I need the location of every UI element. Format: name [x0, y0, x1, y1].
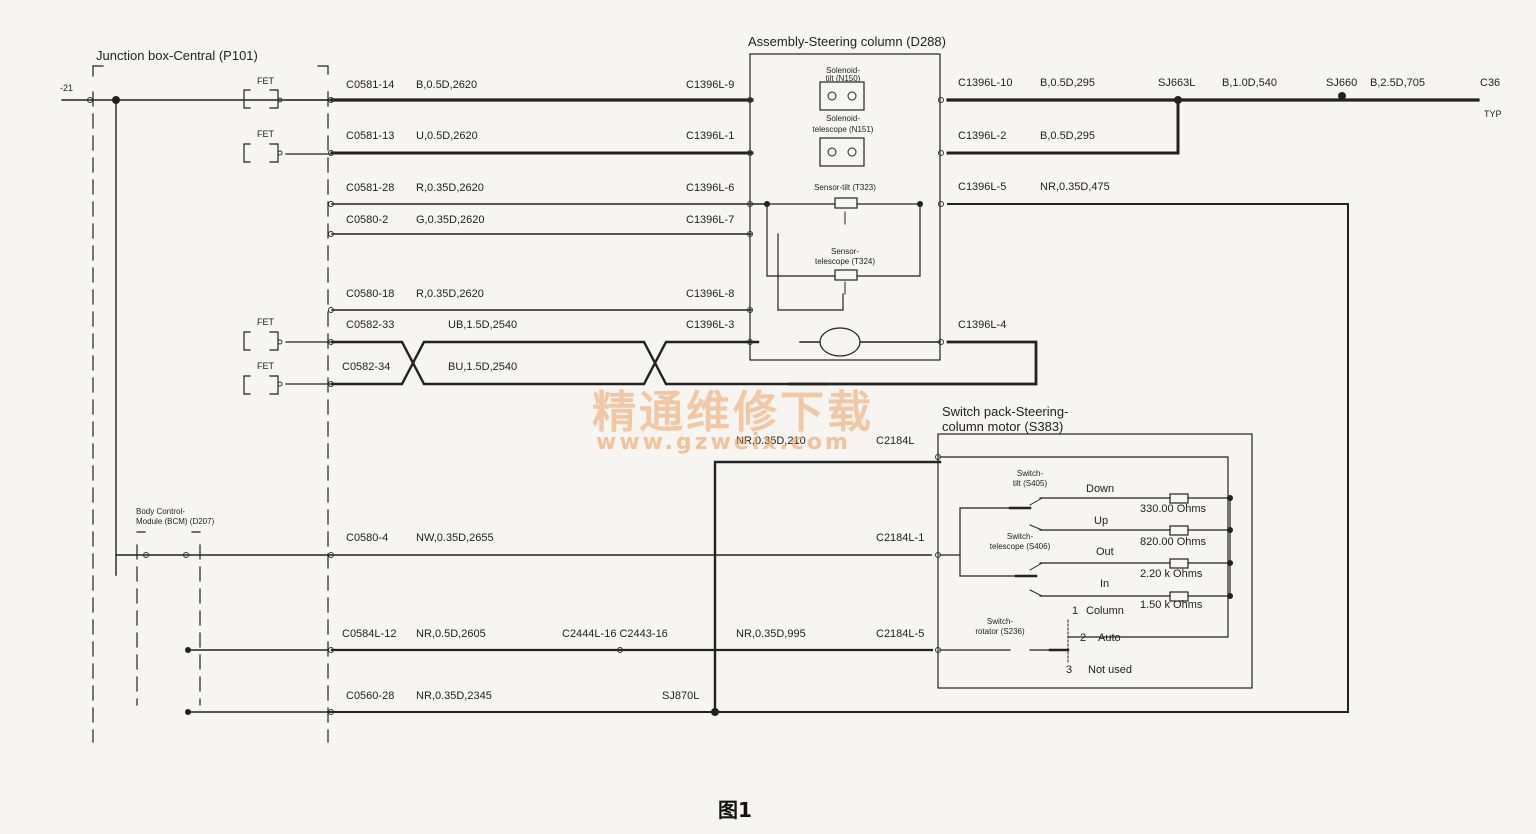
connector-label: C2184L: [876, 435, 915, 447]
connector-label: C2444L-16 C2443-16: [562, 628, 668, 640]
wire-spec: BU,1.5D,2540: [448, 361, 518, 373]
wire-spec: R,0.35D,2620: [416, 288, 484, 300]
bcm-title-line2: Module (BCM) (D207): [136, 517, 215, 526]
connector-label: C2184L-5: [876, 628, 925, 640]
figure-caption: 图1: [718, 798, 752, 822]
connector-label: C0582-33: [346, 319, 395, 331]
mode-number: 2: [1080, 632, 1087, 644]
wire-spec: NR,0.35D,475: [1040, 181, 1110, 193]
bcm-title-line1: Body Control-: [136, 507, 185, 516]
solenoid-tilt-label: tilt (N150): [825, 74, 861, 83]
connector-label: C36: [1480, 77, 1501, 89]
wire-spec: NW,0.35D,2655: [416, 532, 494, 544]
splice-label: SJ663L: [1158, 77, 1196, 89]
splice-label: SJ870L: [662, 690, 700, 702]
connector-label: C1396L-6: [686, 182, 735, 194]
resistor-value: 1.50 k Ohms: [1140, 599, 1203, 611]
connector-label: C1396L-1: [686, 130, 735, 142]
switch-tilt-label: Switch-: [1016, 469, 1044, 478]
wire-spec: U,0.5D,2620: [416, 130, 478, 142]
solenoid-tilt-label: Solenoid-: [826, 66, 860, 75]
resistor-value: 2.20 k Ohms: [1140, 568, 1203, 580]
wire-spec: B,2.5D,705: [1370, 77, 1426, 89]
switch-position: Up: [1094, 515, 1109, 527]
fet-label: FET: [257, 76, 274, 86]
solenoid-telescope-label: telescope (N151): [812, 125, 874, 134]
connector-label: C1396L-10: [958, 77, 1013, 89]
fet-label: FET: [257, 361, 274, 371]
junction-box-title: Junction box-Central (P101): [96, 48, 258, 63]
connector-label: C0560-28: [346, 690, 395, 702]
solenoid-telescope-label: Solenoid-: [826, 114, 860, 123]
wire-spec: UB,1.5D,2540: [448, 319, 518, 331]
switch-rotator-label: rotator (S236): [975, 627, 1025, 636]
connector-label: C1396L-4: [958, 319, 1007, 331]
connector-label: C0580-4: [346, 532, 389, 544]
wire-spec: B,1.0D,540: [1222, 77, 1278, 89]
wire-spec: NR,0.5D,2605: [416, 628, 486, 640]
wire-spec: B,0.5D,295: [1040, 77, 1096, 89]
connector-label: C0581-28: [346, 182, 395, 194]
connector-label: C1396L-8: [686, 288, 735, 300]
power-source-label: -21: [60, 83, 74, 93]
connector-label: C0581-13: [346, 130, 395, 142]
connector-label: C1396L-5: [958, 181, 1007, 193]
connector-label: C0580-18: [346, 288, 395, 300]
switch-position: Out: [1096, 546, 1114, 558]
connector-label: C1396L-2: [958, 130, 1007, 142]
wire-spec: B,0.5D,295: [1040, 130, 1096, 142]
mode-label: Auto: [1098, 632, 1121, 644]
wire-spec: NR,0.35D,995: [736, 628, 806, 640]
switch-telescope-label: telescope (S406): [989, 542, 1051, 551]
connector-label: C1396L-3: [686, 319, 735, 331]
mode-number: 3: [1066, 664, 1073, 676]
switch-rotator-label: Switch-: [986, 617, 1014, 626]
resistor-value: 330.00 Ohms: [1140, 503, 1207, 515]
wire-spec: NR,0.35D,210: [736, 435, 806, 447]
mode-label: Column: [1086, 605, 1124, 617]
switch-position: In: [1100, 578, 1110, 590]
switch-pack-title-line2: column motor (S383): [942, 419, 1064, 434]
splice-label: SJ660: [1326, 77, 1358, 89]
switch-pack-title-line1: Switch pack-Steering-: [942, 404, 1069, 419]
switch-position: Down: [1086, 483, 1115, 495]
wire-spec: NR,0.35D,2345: [416, 690, 492, 702]
connector-label: C2184L-1: [876, 532, 925, 544]
connector-label: TYP: [1484, 109, 1502, 119]
connector-label: C1396L-7: [686, 214, 735, 226]
connector-label: C0584L-12: [342, 628, 397, 640]
wire-spec: R,0.35D,2620: [416, 182, 484, 194]
switch-telescope-label: Switch-: [1006, 532, 1034, 541]
watermark-title: 精通维修下载: [592, 387, 874, 438]
fet-label: FET: [257, 317, 274, 327]
sensor-tilt-label: Sensor-tilt (T323): [814, 183, 876, 192]
resistor-value: 820.00 Ohms: [1140, 536, 1207, 548]
mode-label: Not used: [1088, 664, 1133, 676]
wire-spec: G,0.35D,2620: [416, 214, 485, 226]
mode-number: 1: [1072, 605, 1079, 617]
steering-column-title: Assembly-Steering column (D288): [748, 34, 946, 49]
connector-label: C0582-34: [342, 361, 391, 373]
connector-label: C1396L-9: [686, 79, 735, 91]
connector-label: C0580-2: [346, 214, 389, 226]
sensor-telescope-label: telescope (T324): [814, 257, 876, 266]
wire-spec: B,0.5D,2620: [416, 79, 478, 91]
sensor-telescope-label: Sensor-: [830, 247, 859, 256]
switch-tilt-label: tilt (S405): [1012, 479, 1048, 488]
watermark-url: www.gzweix.com: [596, 430, 851, 455]
connector-label: C0581-14: [346, 79, 395, 91]
fet-label: FET: [257, 129, 274, 139]
